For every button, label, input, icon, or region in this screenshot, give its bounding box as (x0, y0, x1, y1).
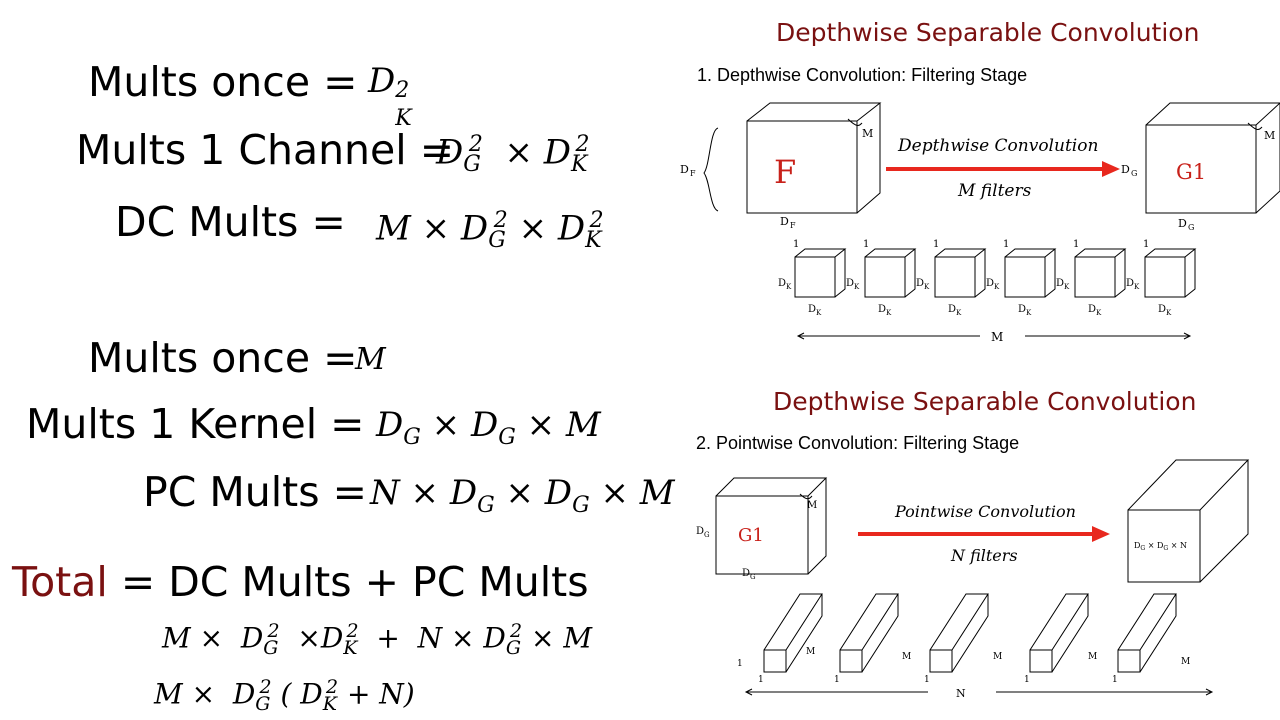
pw-filters-label: N filters (950, 546, 1018, 565)
pw-title: Depthwise Separable Convolution (773, 387, 1197, 416)
dc-mults-channel-label: Mults 1 Channel = (76, 126, 455, 174)
svg-text:1: 1 (933, 239, 939, 250)
dw-filters-label: M filters (957, 181, 1032, 201)
pw-input-cube (715, 477, 828, 575)
pw-output-block (1127, 459, 1250, 583)
output-cube (1145, 102, 1280, 214)
svg-text:M: M (902, 652, 911, 662)
svg-text:1: 1 (924, 675, 930, 685)
dw-stage-label: 1. Depthwise Convolution: Filtering Stag… (697, 65, 1028, 85)
pc-mults-equation: N × DG × DG × M (370, 473, 675, 518)
svg-text:1: 1 (737, 659, 743, 669)
pointwise-diagram: DG DG M G1 Pointwise Convolution N filte… (696, 459, 1250, 700)
svg-text:DK: DK (986, 278, 1000, 291)
svg-text:1: 1 (863, 239, 869, 250)
total-expanded-equation: M × DG2 ×DK2 + N × DG2 × M (162, 620, 593, 659)
svg-text:M: M (1264, 129, 1275, 142)
svg-text:M: M (1181, 657, 1190, 667)
svg-text:DK: DK (1126, 278, 1140, 291)
pc-mults-kernel-equation: DG × DG × M (376, 405, 601, 450)
svg-text:DK: DK (1018, 304, 1032, 317)
pc-mults-kernel-label: Mults 1 Kernel = (26, 400, 365, 448)
svg-text:DK: DK (916, 278, 930, 291)
output-letter: G1 (1176, 160, 1206, 184)
dw-arrow-label: Depthwise Convolution (897, 136, 1098, 156)
pc-mults-once-label: Mults once = (88, 334, 358, 382)
dw-span-label: M (991, 330, 1003, 344)
svg-text:F: F (790, 221, 796, 230)
dc-mults-equation: M × DG2 × DK2 (376, 208, 604, 254)
pc-mults-once-equation: M (355, 342, 386, 377)
input-letter: F (774, 153, 796, 191)
svg-text:DG: DG (696, 526, 710, 539)
pw-output-label: DG × DG × N (1134, 541, 1187, 552)
pw-arrow-label: Pointwise Convolution (894, 502, 1076, 521)
pointwise-kernels (763, 593, 1177, 673)
svg-text:M: M (1088, 652, 1097, 662)
svg-text:DK: DK (846, 278, 860, 291)
svg-text:1: 1 (1143, 239, 1149, 250)
svg-text:DK: DK (1158, 304, 1172, 317)
depthwise-kernels (794, 248, 1197, 298)
svg-text:DK: DK (1088, 304, 1102, 317)
pw-span-label: N (956, 687, 966, 700)
svg-text:D: D (1121, 163, 1130, 176)
svg-text:G: G (1131, 169, 1137, 178)
svg-text:1: 1 (834, 675, 840, 685)
svg-text:DK: DK (948, 304, 962, 317)
svg-text:D: D (780, 215, 789, 228)
svg-text:M: M (993, 652, 1002, 662)
pc-mults-label: PC Mults = (143, 468, 367, 516)
svg-text:DK: DK (1056, 278, 1070, 291)
total-factored-equation: M × DG2 ( DK2 + N) (154, 676, 415, 715)
total-rest: = DC Mults + PC Mults (120, 558, 589, 606)
svg-text:DK: DK (778, 278, 792, 291)
input-cube (746, 102, 882, 214)
svg-text:1: 1 (758, 675, 764, 685)
svg-text:1: 1 (793, 239, 799, 250)
svg-text:1: 1 (1112, 675, 1118, 685)
total-word: Total (12, 558, 108, 606)
pw-stage-label: 2. Pointwise Convolution: Filtering Stag… (696, 433, 1020, 453)
svg-text:1: 1 (1003, 239, 1009, 250)
dc-mults-label: DC Mults = (115, 198, 346, 246)
pw-input-letter: G1 (738, 525, 764, 546)
dc-mults-channel-equation: DG2 × DK2 (436, 132, 590, 178)
svg-text:F: F (690, 169, 696, 178)
dc-mults-once-label: Mults once = (88, 58, 358, 106)
svg-text:D: D (1178, 217, 1187, 230)
svg-text:DK: DK (878, 304, 892, 317)
dw-title: Depthwise Separable Convolution (776, 18, 1200, 47)
pw-dim-m-label: M (807, 500, 817, 511)
svg-text:DG: DG (742, 568, 756, 581)
svg-text:1: 1 (1073, 239, 1079, 250)
svg-text:DK: DK (808, 304, 822, 317)
svg-text:M: M (806, 647, 815, 657)
svg-text:D: D (680, 163, 689, 176)
total-line: Total = DC Mults + PC Mults (12, 562, 589, 603)
svg-text:1: 1 (1024, 675, 1030, 685)
svg-text:G: G (1188, 223, 1194, 232)
dim-m-label: M (862, 127, 873, 140)
